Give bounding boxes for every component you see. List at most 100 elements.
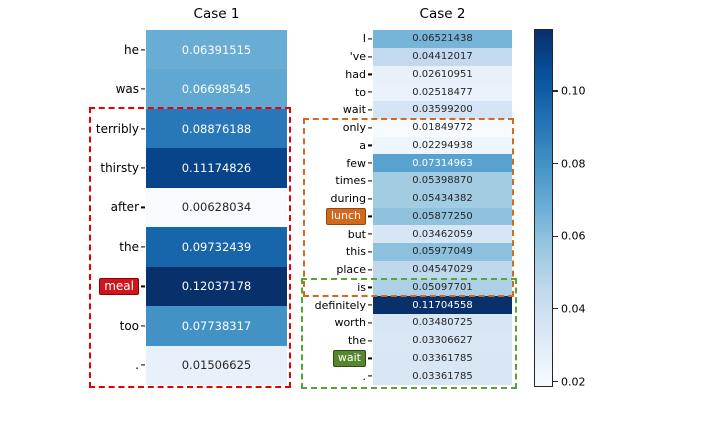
- heatmap-cell: 0.04547029: [373, 260, 512, 279]
- row-label: worth: [307, 314, 368, 332]
- heatmap-row: but 0.03462059: [307, 225, 512, 243]
- token-label: wait: [342, 103, 366, 117]
- heatmap-cell: 0.03462059: [373, 225, 512, 243]
- heatmap-row: 've 0.04412017: [307, 47, 512, 66]
- heatmap-cell: 0.03306627: [373, 331, 512, 350]
- heatmap-cell: 0.03361785: [373, 367, 512, 385]
- heatmap-row: only 0.01849772: [307, 118, 512, 137]
- colorbar-tick-label: 0.02: [561, 375, 586, 389]
- heatmap-cell: 0.04412017: [373, 47, 512, 66]
- colorbar-tick-label: 0.04: [561, 302, 586, 316]
- token-label-highlighted: wait: [332, 350, 366, 367]
- token-label: this: [345, 245, 366, 259]
- token-label: during: [330, 192, 367, 206]
- tick-mark: [368, 279, 373, 297]
- row-label: to: [307, 83, 368, 101]
- token-label: he: [124, 42, 139, 57]
- token-label: .: [135, 358, 139, 373]
- row-label: the: [88, 227, 141, 266]
- token-label: worth: [334, 316, 366, 330]
- row-label: thirsty: [88, 148, 141, 187]
- row-label: few: [307, 154, 368, 172]
- tick-mark: [368, 137, 373, 155]
- heatmap-row: he 0.06391515: [88, 30, 287, 70]
- heatmap-row: definitely 0.11704558: [307, 296, 512, 314]
- heatmap-cell: 0.06391515: [146, 30, 287, 70]
- heatmap-cell: 0.05434382: [373, 189, 512, 208]
- token-label: had: [345, 67, 366, 81]
- heatmap-row: times 0.05398870: [307, 172, 512, 190]
- tick-mark: [368, 314, 373, 332]
- row-label: wait: [307, 101, 368, 119]
- heatmap-cell: 0.02610951: [373, 65, 512, 84]
- row-label: definitely: [307, 296, 368, 314]
- token-label: .: [362, 369, 367, 383]
- token-label: the: [347, 334, 366, 348]
- token-label: I: [362, 32, 366, 46]
- heatmap-cell: 0.11704558: [373, 296, 512, 314]
- row-label: after: [88, 188, 141, 227]
- tick-mark: [368, 261, 373, 279]
- tick-mark: [368, 208, 373, 226]
- token-label: to: [354, 85, 366, 99]
- row-label: place: [307, 261, 368, 279]
- tick-mark: [141, 267, 146, 306]
- heatmap-cell: 0.05398870: [373, 172, 512, 190]
- row-label: is: [307, 279, 368, 297]
- tick-mark: [368, 30, 373, 48]
- heatmap-cell: 0.07314963: [373, 154, 512, 172]
- tick-mark: [141, 109, 146, 148]
- selection-box-only-to-is: [303, 118, 514, 297]
- tick-mark: [368, 154, 373, 172]
- colorbar-gradient: [534, 29, 553, 387]
- heatmap-cell: 0.06521438: [373, 30, 512, 48]
- row-label: 've: [307, 48, 368, 66]
- case1-title: Case 1: [193, 6, 240, 22]
- tick-mark: [141, 69, 146, 108]
- tick-mark: [368, 190, 373, 208]
- row-label: he: [88, 30, 141, 69]
- row-label: this: [307, 243, 368, 261]
- heatmap-row: during 0.05434382: [307, 189, 512, 208]
- heatmap-cell: 0.01849772: [373, 118, 512, 137]
- row-label: only: [307, 119, 368, 137]
- heatmap-cell: 0.03480725: [373, 314, 512, 332]
- row-label: but: [307, 225, 368, 243]
- colorbar-tick-mark: [553, 162, 558, 165]
- heatmap-cell: 0.08876188: [146, 108, 287, 149]
- token-label: but: [347, 227, 366, 241]
- token-label: times: [335, 174, 366, 188]
- row-label: too: [88, 306, 141, 345]
- tick-mark: [368, 367, 373, 385]
- colorbar-tick-mark: [553, 90, 558, 92]
- case2-title: Case 2: [419, 6, 466, 22]
- row-label: terribly: [88, 109, 141, 148]
- heatmap-row: is 0.05097701: [307, 278, 512, 297]
- heatmap-row: the 0.09732439: [88, 227, 287, 267]
- token-label: the: [119, 239, 139, 254]
- tick-mark: [368, 350, 373, 368]
- tick-mark: [141, 346, 146, 385]
- row-label: was: [88, 69, 141, 108]
- selection-box-terribly-to-.: [89, 106, 291, 388]
- tick-mark: [141, 30, 146, 69]
- token-label: is: [357, 280, 366, 294]
- token-label: few: [346, 156, 366, 170]
- row-label: wait: [307, 350, 368, 368]
- heatmap-case2: I 0.06521438 've 0.04412017 had 0.02610951 to 0…: [307, 30, 512, 385]
- tick-mark: [368, 101, 373, 119]
- heatmap-row: I 0.06521438: [307, 30, 512, 48]
- heatmap-row: had 0.02610951: [307, 65, 512, 84]
- heatmap-cell: 0.05097701: [373, 278, 512, 297]
- token-label: only: [342, 121, 366, 135]
- tick-mark: [368, 172, 373, 190]
- heatmap-cell: 0.09732439: [146, 227, 287, 267]
- token-label: a: [359, 138, 366, 152]
